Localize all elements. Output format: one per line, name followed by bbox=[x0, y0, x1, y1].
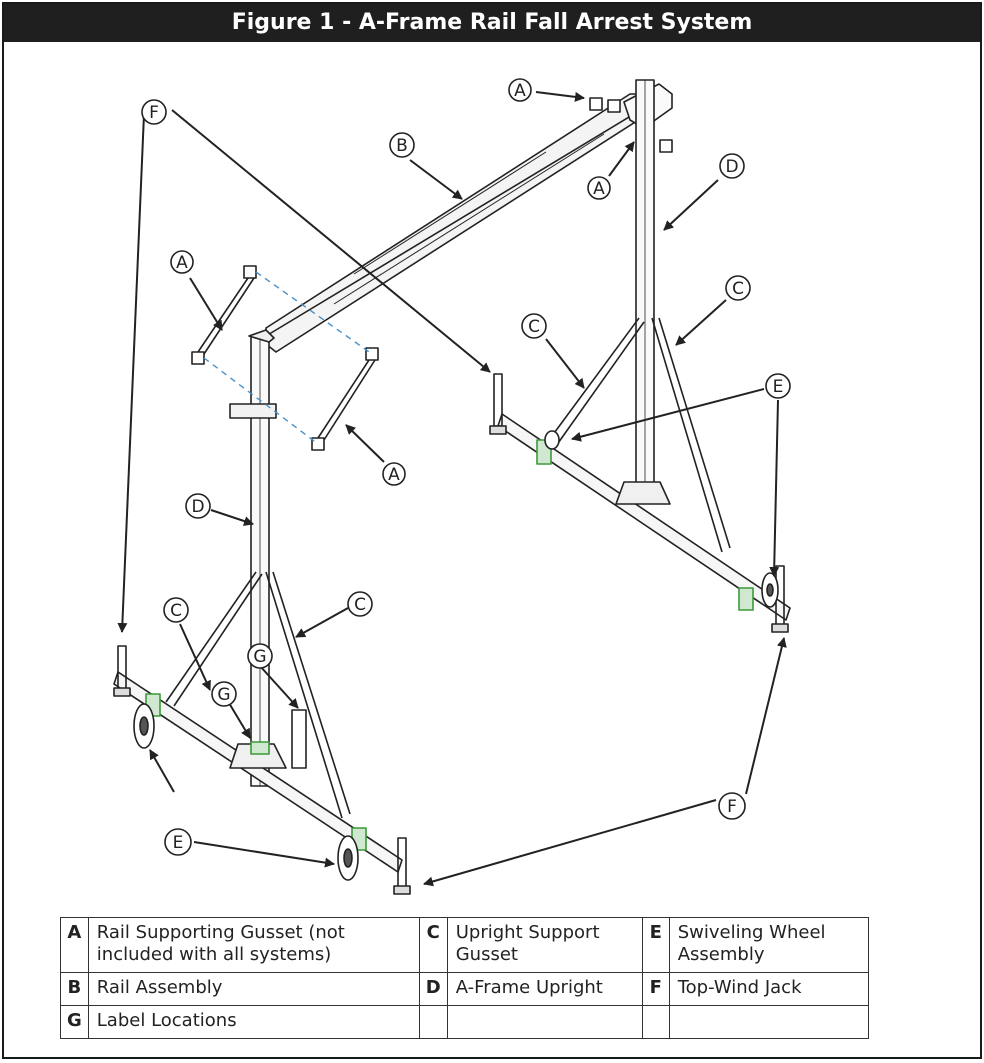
a-frame-drawing: A B A D F A A C C E D C C G G E F bbox=[113, 78, 791, 895]
callout-c-back-right: C bbox=[725, 275, 751, 301]
svg-text:A: A bbox=[388, 465, 400, 485]
callout-e-front: E bbox=[164, 828, 192, 856]
figure-title: Figure 1 - A-Frame Rail Fall Arrest Syst… bbox=[4, 4, 980, 42]
callout-bubbles: A B A D F A A C C E D C C G G E F bbox=[141, 78, 791, 856]
legend-label: Rail Assembly bbox=[87, 972, 420, 1006]
svg-text:D: D bbox=[725, 157, 738, 177]
legend-key: G bbox=[60, 1005, 89, 1039]
legend-key: D bbox=[418, 972, 448, 1006]
svg-text:A: A bbox=[176, 253, 188, 273]
back-upright bbox=[489, 79, 791, 633]
parts-legend: A Rail Supporting Gusset (not included w… bbox=[60, 917, 869, 1039]
svg-text:D: D bbox=[191, 497, 204, 517]
legend-label: Rail Supporting Gusset (not included wit… bbox=[87, 917, 420, 973]
legend-key bbox=[641, 1005, 670, 1039]
svg-text:G: G bbox=[253, 647, 266, 667]
callout-e-back: E bbox=[765, 373, 791, 399]
rail-assembly bbox=[265, 83, 673, 353]
callout-c-front-right: C bbox=[347, 591, 373, 617]
front-upright bbox=[113, 329, 411, 895]
legend-row: A Rail Supporting Gusset (not included w… bbox=[60, 917, 869, 973]
callout-d-front-upright: D bbox=[185, 493, 211, 519]
legend-key: A bbox=[60, 917, 89, 973]
legend-key: F bbox=[641, 972, 670, 1006]
callout-g-left: G bbox=[211, 681, 237, 707]
callout-a-top-rail: A bbox=[508, 78, 532, 102]
callout-a-right-gusset: A bbox=[382, 462, 406, 486]
assembly-dash-lines bbox=[203, 271, 373, 445]
svg-text:C: C bbox=[354, 595, 366, 615]
legend-label: Top-Wind Jack bbox=[668, 972, 869, 1006]
svg-text:G: G bbox=[217, 685, 230, 705]
svg-text:A: A bbox=[593, 179, 605, 199]
rail-supporting-gussets bbox=[191, 97, 673, 451]
legend-row: G Label Locations bbox=[60, 1005, 869, 1039]
svg-text:A: A bbox=[514, 81, 526, 101]
legend-key: E bbox=[641, 917, 670, 973]
legend-label bbox=[446, 1005, 643, 1039]
svg-text:E: E bbox=[773, 377, 784, 397]
callout-b-rail: B bbox=[389, 132, 415, 158]
svg-text:C: C bbox=[528, 317, 540, 337]
legend-row: B Rail Assembly D A-Frame Upright F Top-… bbox=[60, 972, 869, 1006]
legend-label: Upright Support Gusset bbox=[446, 917, 643, 973]
legend-key bbox=[418, 1005, 448, 1039]
callout-d-back-upright: D bbox=[719, 153, 745, 179]
callout-g-right: G bbox=[247, 643, 273, 669]
svg-text:C: C bbox=[732, 279, 744, 299]
callout-f-bottom-right: F bbox=[718, 792, 746, 820]
legend-label: Swiveling Wheel Assembly bbox=[668, 917, 869, 973]
legend-key: B bbox=[60, 972, 89, 1006]
svg-text:E: E bbox=[173, 833, 184, 853]
svg-text:B: B bbox=[396, 136, 408, 156]
legend-key: C bbox=[418, 917, 448, 973]
legend-label bbox=[668, 1005, 869, 1039]
legend-label: Label Locations bbox=[87, 1005, 420, 1039]
callout-a-top-rail-2: A bbox=[587, 176, 611, 200]
callout-a-left-gusset: A bbox=[170, 250, 194, 274]
callout-c-front-left: C bbox=[163, 597, 189, 623]
svg-text:F: F bbox=[149, 103, 159, 123]
svg-text:F: F bbox=[727, 797, 737, 817]
callout-f-top-left: F bbox=[141, 99, 167, 125]
legend-label: A-Frame Upright bbox=[446, 972, 643, 1006]
callout-arrows bbox=[117, 91, 787, 887]
svg-text:C: C bbox=[170, 601, 182, 621]
frame-structure bbox=[113, 79, 791, 895]
callout-c-back-left: C bbox=[521, 313, 547, 339]
